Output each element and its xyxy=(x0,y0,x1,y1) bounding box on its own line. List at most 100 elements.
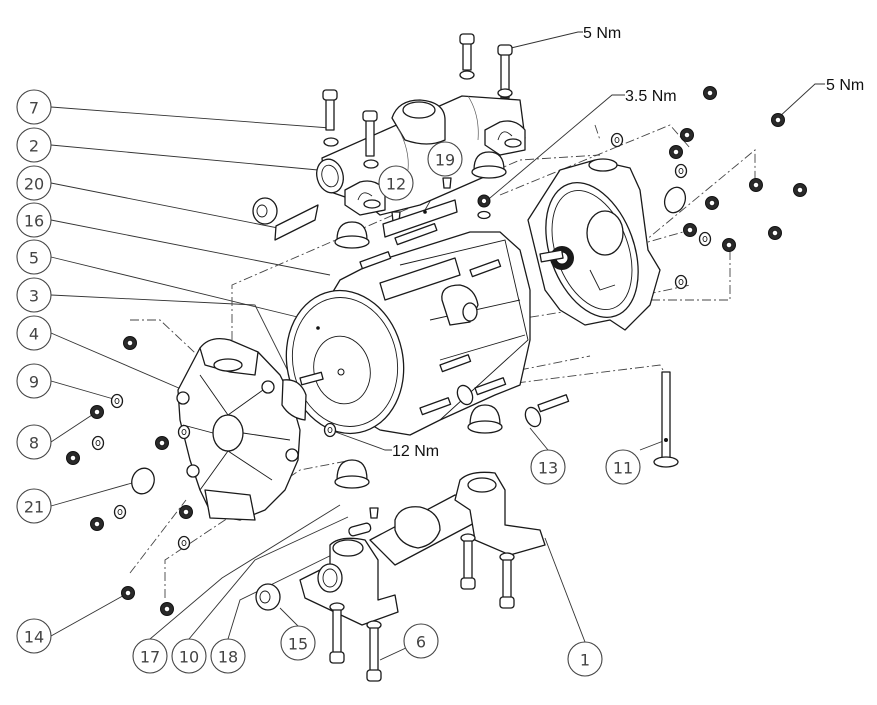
leader-4 xyxy=(50,332,189,393)
hex-nut xyxy=(90,517,104,531)
balloon-number: 15 xyxy=(288,635,308,654)
washer xyxy=(674,274,688,290)
leader-1 xyxy=(544,537,586,643)
name-plate xyxy=(379,257,461,301)
hex-nut xyxy=(722,238,736,252)
washer xyxy=(497,88,513,98)
balloon-number: 17 xyxy=(140,648,160,667)
hex-nut xyxy=(793,183,807,197)
balloon-number: 18 xyxy=(218,648,238,667)
foot-side-port xyxy=(317,563,343,593)
check-valve-bottom-left xyxy=(334,459,370,489)
shaft-stub xyxy=(539,249,564,263)
leader-3 xyxy=(50,294,301,396)
bottom-bolts xyxy=(329,533,515,682)
bolt xyxy=(497,44,513,99)
torque-value: 3.5 Nm xyxy=(625,88,677,105)
washer-hole xyxy=(678,167,684,175)
diaphragm xyxy=(285,289,405,435)
bolt-shank xyxy=(332,609,342,659)
bolt-shank xyxy=(661,371,671,461)
bolt-head xyxy=(362,110,378,122)
torque-value: 5 Nm xyxy=(826,77,864,94)
right-fluid-cover xyxy=(527,158,661,331)
bolt-head xyxy=(322,89,338,101)
nut-bore xyxy=(687,227,693,233)
callout-balloon-20: 20 xyxy=(16,165,52,201)
callout-balloon-19: 19 xyxy=(427,141,463,177)
torque-labels: 5 Nm 3.5 Nm 5 Nm 12 Nm xyxy=(392,25,864,460)
hex-nut xyxy=(703,86,717,100)
housing-edge xyxy=(399,239,529,421)
left-cover-nuts xyxy=(66,336,337,616)
foot-side-bore xyxy=(322,568,338,588)
torque-label-manifold-nut: 3.5 Nm xyxy=(625,88,677,105)
callout-balloon-9: 9 xyxy=(16,363,52,399)
nut-bore xyxy=(164,606,170,612)
check-valve-top-left xyxy=(334,221,370,249)
tie-rod xyxy=(439,354,472,373)
hex-nut xyxy=(771,113,785,127)
small-screw xyxy=(369,507,379,519)
nut-bore xyxy=(775,117,781,123)
tie-rod xyxy=(359,251,392,270)
nut-bore xyxy=(707,90,713,96)
balloon-number: 12 xyxy=(386,175,406,194)
washer xyxy=(363,159,379,169)
leader-lines xyxy=(50,31,825,661)
bolt-head xyxy=(460,577,476,590)
band-line xyxy=(467,95,479,141)
valve-seat xyxy=(471,165,507,179)
left-fluid-cover xyxy=(176,337,307,521)
washer xyxy=(610,132,624,148)
leader-16 xyxy=(50,219,331,276)
hex-nut xyxy=(768,226,782,240)
poppet-head xyxy=(456,384,474,406)
washer-ring xyxy=(698,231,712,247)
washer-hole xyxy=(181,428,187,436)
cover-port xyxy=(588,158,618,172)
band-line xyxy=(397,127,409,171)
spacer-bore xyxy=(256,204,268,218)
leader-torque-manifold-nut xyxy=(483,94,625,204)
center-body xyxy=(285,222,531,436)
long-bolt-11 xyxy=(653,371,679,468)
screw xyxy=(442,177,452,189)
balloon-circle xyxy=(427,141,463,177)
check-valve-top-right xyxy=(471,151,507,179)
screws-and-plate xyxy=(382,177,458,238)
shaft-stub-left xyxy=(299,371,324,386)
foot-port xyxy=(467,477,497,493)
flange-ear xyxy=(186,464,200,478)
leader-14 xyxy=(50,592,129,637)
foot-hole xyxy=(363,199,381,209)
balloon-number: 10 xyxy=(179,648,199,667)
callout-balloon-7: 7 xyxy=(16,89,52,125)
leader-9 xyxy=(50,380,118,401)
washer-ring xyxy=(323,422,337,438)
bolt-shank xyxy=(463,540,473,584)
plate xyxy=(382,199,458,238)
balloon-number: 20 xyxy=(24,175,44,194)
manifold-foot-left xyxy=(299,537,399,626)
valve-seat xyxy=(334,235,370,249)
callout-balloon-17: 17 xyxy=(132,638,168,674)
bolt xyxy=(329,602,345,664)
valve-dome xyxy=(469,404,501,426)
bolt-shank xyxy=(502,559,512,603)
balloon-number: 8 xyxy=(29,434,39,453)
balloon-circle xyxy=(132,638,168,674)
leader-17 xyxy=(149,504,341,640)
balloon-number: 6 xyxy=(416,633,426,652)
nut-bore xyxy=(709,200,715,206)
plate-hole xyxy=(423,210,427,214)
bolt xyxy=(322,89,339,147)
balloon-circle xyxy=(567,641,603,677)
balloon-circle xyxy=(378,165,414,201)
callout-balloon-10: 10 xyxy=(171,638,207,674)
balloon-circle xyxy=(16,424,52,460)
bolt xyxy=(460,533,476,590)
leader-13 xyxy=(529,427,549,451)
top-manifold xyxy=(316,95,526,216)
